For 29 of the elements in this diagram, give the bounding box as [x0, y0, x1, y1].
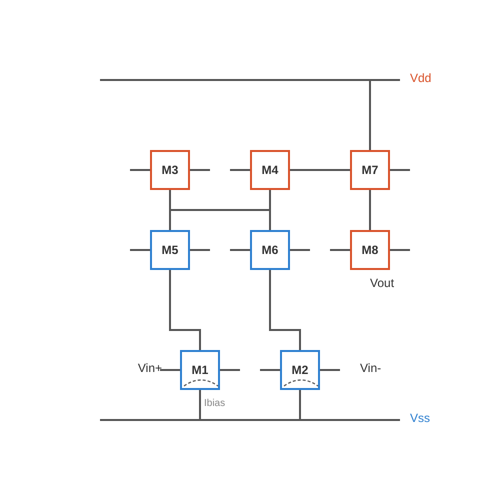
rail-label: Vss — [410, 412, 430, 424]
transistor-box — [250, 150, 290, 190]
output-label: Vout — [370, 277, 394, 289]
transistor-label: M8 — [362, 244, 378, 256]
transistor-box — [150, 230, 190, 270]
transistor-box — [180, 350, 220, 390]
transistor-label: M3 — [162, 164, 178, 176]
transistor-box — [280, 350, 320, 390]
input-label: Vin- — [360, 362, 382, 374]
transistor-label: M5 — [162, 244, 178, 256]
wire — [169, 270, 201, 350]
rail-label: Vdd — [410, 72, 432, 84]
wire — [369, 81, 371, 150]
wire — [369, 190, 371, 230]
transistor-label: M4 — [262, 164, 278, 176]
transistor-label: M7 — [362, 164, 378, 176]
wire — [269, 270, 301, 350]
transistor-label: M6 — [262, 244, 278, 256]
input-label: Vin+ — [138, 362, 162, 374]
transistor-box — [250, 230, 290, 270]
wire — [299, 390, 301, 419]
wire — [199, 390, 201, 419]
transistor-label: M2 — [292, 364, 308, 376]
transistor-label: M1 — [192, 364, 208, 376]
bias-label: Ibias — [203, 399, 226, 409]
transistor-box — [350, 230, 390, 270]
wire — [290, 169, 350, 171]
transistor-box — [150, 150, 190, 190]
transistor-box — [350, 150, 390, 190]
